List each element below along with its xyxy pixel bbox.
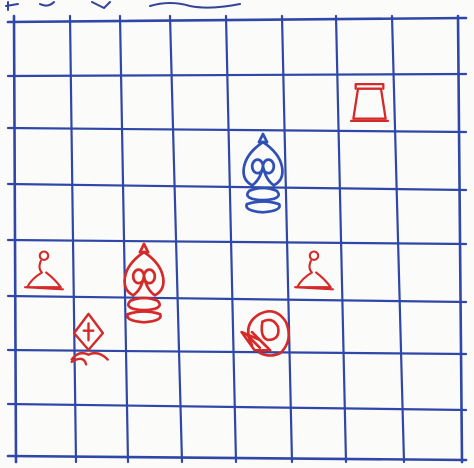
grid-line-vertical [70,16,76,462]
pieces-layer [25,84,388,364]
grid-line-vertical [170,16,182,462]
bishop-stroke [84,324,94,341]
header-scribble [6,2,240,10]
pawn-stroke [310,252,318,260]
red-pawn-pawn-icon[interactable] [25,252,63,290]
board-grid [8,16,466,462]
king-stroke [247,188,278,200]
grid-line-horizontal [8,404,466,410]
knight-stroke [262,320,279,340]
grid-line-vertical [226,16,236,462]
grid-line-vertical [336,16,346,462]
pawn-stroke [27,261,61,287]
king-stroke [127,312,160,323]
king-stroke [263,160,274,174]
red-pawn-pawn-icon[interactable] [295,252,333,290]
grid-line-horizontal [8,128,466,132]
king-stroke [128,298,159,310]
grid-line-vertical [392,16,404,462]
red-bishop-bishop-icon[interactable] [72,314,108,364]
king-stroke [133,270,144,284]
red-knight-knight-icon[interactable] [242,311,289,355]
king-stroke [246,202,279,213]
grid-line-vertical [458,16,462,462]
red-king-king-icon[interactable] [125,244,164,322]
blue-king-king-icon[interactable] [244,134,283,212]
king-stroke [144,270,155,284]
pawn-stroke [297,261,331,287]
pawn-stroke [40,252,48,260]
grid-line-vertical [282,16,292,462]
rook-stroke [353,89,385,119]
grid-line-horizontal [8,296,466,302]
grid-line-vertical [120,16,128,462]
grid-line-horizontal [8,18,466,22]
red-rook-rook-icon[interactable] [351,84,388,121]
king-stroke [252,160,263,174]
grid-line-horizontal [8,74,466,76]
